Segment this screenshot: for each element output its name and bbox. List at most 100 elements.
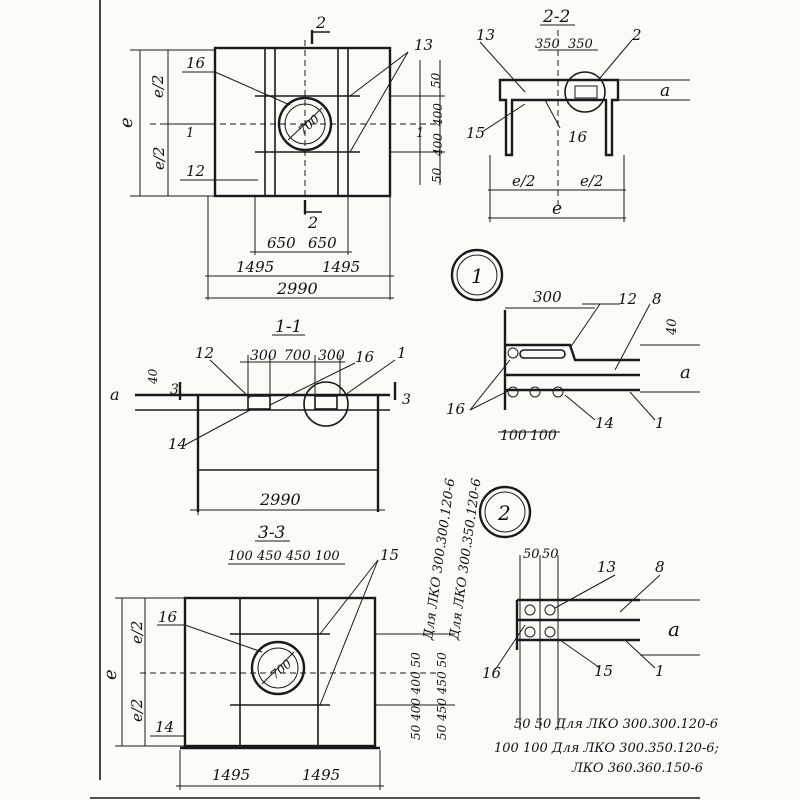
leader bbox=[319, 559, 379, 635]
leader bbox=[214, 71, 291, 106]
detail-1-label: 1 bbox=[471, 264, 484, 288]
dim-a: a bbox=[660, 81, 670, 101]
dim-300-b: 300 bbox=[318, 348, 345, 364]
dim-100-a: 100 bbox=[500, 428, 527, 444]
leader bbox=[479, 41, 526, 93]
embedded-part bbox=[574, 85, 598, 99]
dim-half-bottom: e/2 bbox=[128, 699, 146, 722]
embedded-part bbox=[314, 395, 338, 410]
callout-1: 1 bbox=[655, 414, 665, 432]
leader bbox=[619, 574, 661, 613]
detail-1-flange bbox=[505, 373, 640, 392]
diameter-line bbox=[287, 107, 323, 141]
callout-13: 13 bbox=[476, 26, 495, 44]
opening-circle bbox=[277, 96, 333, 152]
circle-diameter-label: 700 bbox=[268, 656, 295, 682]
callout-16: 16 bbox=[158, 608, 178, 626]
callout-15: 15 bbox=[380, 546, 399, 564]
opening-circle-inner bbox=[257, 647, 299, 689]
callout-1: 1 bbox=[655, 662, 665, 680]
dim-100-b: 100 bbox=[530, 428, 557, 444]
callout-8: 8 bbox=[655, 558, 665, 576]
detail-1-plate bbox=[505, 343, 640, 362]
dim-height: e bbox=[116, 117, 137, 128]
dim-inner-w-left: 650 bbox=[267, 234, 296, 252]
dim-inner-w-right: 650 bbox=[308, 234, 337, 252]
top-view-outline bbox=[213, 46, 392, 198]
leader bbox=[559, 639, 601, 669]
leader bbox=[184, 409, 251, 446]
note-2: 100 100 Для ЛКО 300.350.120-6; bbox=[494, 741, 719, 756]
bolt bbox=[529, 386, 541, 398]
dim-right-bot: 50 bbox=[430, 167, 444, 183]
detail-2-badge bbox=[478, 485, 532, 539]
top-view: 700 2 2 1 1 e e/2 e/2 50 400 400 50 bbox=[116, 13, 445, 300]
detail-2: 2 50 50 a 13 8 16 15 1 50 50 Для ЛКО 300… bbox=[478, 485, 719, 776]
section-mark-top: 2 bbox=[315, 13, 326, 32]
embedded-part bbox=[247, 395, 271, 410]
dim-half-left: e/2 bbox=[512, 172, 535, 190]
detail-1-bar bbox=[519, 349, 566, 359]
section-2-2-profile bbox=[498, 78, 620, 157]
leader bbox=[544, 99, 561, 129]
dim-right-top: 50 bbox=[429, 72, 443, 88]
dim-300-a: 300 bbox=[250, 348, 277, 364]
dim-50-b: 50 bbox=[542, 547, 559, 562]
dim-half-w-left: 1495 bbox=[212, 766, 250, 784]
detail-2-badge-inner bbox=[484, 491, 526, 533]
callout-15: 15 bbox=[466, 124, 485, 142]
callout-12: 12 bbox=[618, 290, 637, 308]
callout-16: 16 bbox=[186, 54, 206, 72]
dim-half-w-left: 1495 bbox=[236, 258, 274, 276]
dim-total-w: 2990 bbox=[276, 279, 318, 298]
note-3: ЛКО 360.360.150-6 bbox=[571, 761, 703, 776]
leader bbox=[494, 624, 526, 671]
dim-right-mid1: 400 bbox=[431, 103, 445, 127]
leader bbox=[569, 303, 601, 349]
leader bbox=[564, 394, 596, 421]
detail-1: 1 300 40 a 100 100 12 8 16 14 1 bbox=[446, 248, 700, 444]
detail-2-label: 2 bbox=[497, 501, 511, 525]
section-2-2: 2-2 350 350 e/2 e/2 e a 13 2 15 16 bbox=[466, 7, 690, 222]
detail-1-badge bbox=[450, 248, 504, 302]
section-mark-bottom: 2 bbox=[307, 213, 318, 232]
callout-2: 2 bbox=[631, 26, 642, 44]
bolt bbox=[544, 626, 556, 638]
dim-half-bottom: e/2 bbox=[150, 147, 168, 170]
section-1-1-title: 1-1 bbox=[275, 317, 302, 337]
callout-14: 14 bbox=[155, 718, 174, 736]
leader bbox=[344, 359, 396, 396]
section-2-2-title: 2-2 bbox=[542, 7, 570, 27]
leader bbox=[554, 574, 616, 609]
dim-50-a: 50 bbox=[523, 547, 540, 562]
callout-8: 8 bbox=[652, 290, 662, 308]
bolt bbox=[544, 604, 556, 616]
section-3-3-outline bbox=[183, 596, 377, 748]
dim-350-right: 350 bbox=[568, 37, 593, 52]
callout-12: 12 bbox=[195, 344, 214, 362]
callout-16: 16 bbox=[355, 348, 375, 366]
leader bbox=[349, 51, 409, 153]
col2-values: 50 450 450 50 bbox=[435, 652, 449, 740]
section-3-3-title: 3-3 bbox=[258, 523, 285, 543]
dim-half-right: e/2 bbox=[580, 172, 603, 190]
leader bbox=[209, 359, 251, 399]
leader bbox=[481, 103, 526, 133]
callout-13: 13 bbox=[414, 36, 433, 54]
leader bbox=[469, 359, 511, 411]
callout-16: 16 bbox=[446, 400, 466, 418]
dim-300: 300 bbox=[533, 288, 562, 306]
dim-40: 40 bbox=[665, 318, 680, 336]
callout-13: 13 bbox=[597, 558, 616, 576]
callout-14: 14 bbox=[595, 414, 614, 432]
leader bbox=[349, 51, 409, 97]
dim-350-left: 350 bbox=[535, 37, 560, 52]
bolt bbox=[507, 386, 519, 398]
dim-40: 40 bbox=[146, 368, 160, 385]
leader bbox=[599, 39, 633, 79]
leader bbox=[624, 639, 656, 669]
callout-16: 16 bbox=[482, 664, 502, 682]
vertical-notes: Для ЛКО 300.300.120-6 Для ЛКО 300.350.12… bbox=[421, 477, 485, 641]
opening-circle-inner bbox=[284, 103, 326, 145]
